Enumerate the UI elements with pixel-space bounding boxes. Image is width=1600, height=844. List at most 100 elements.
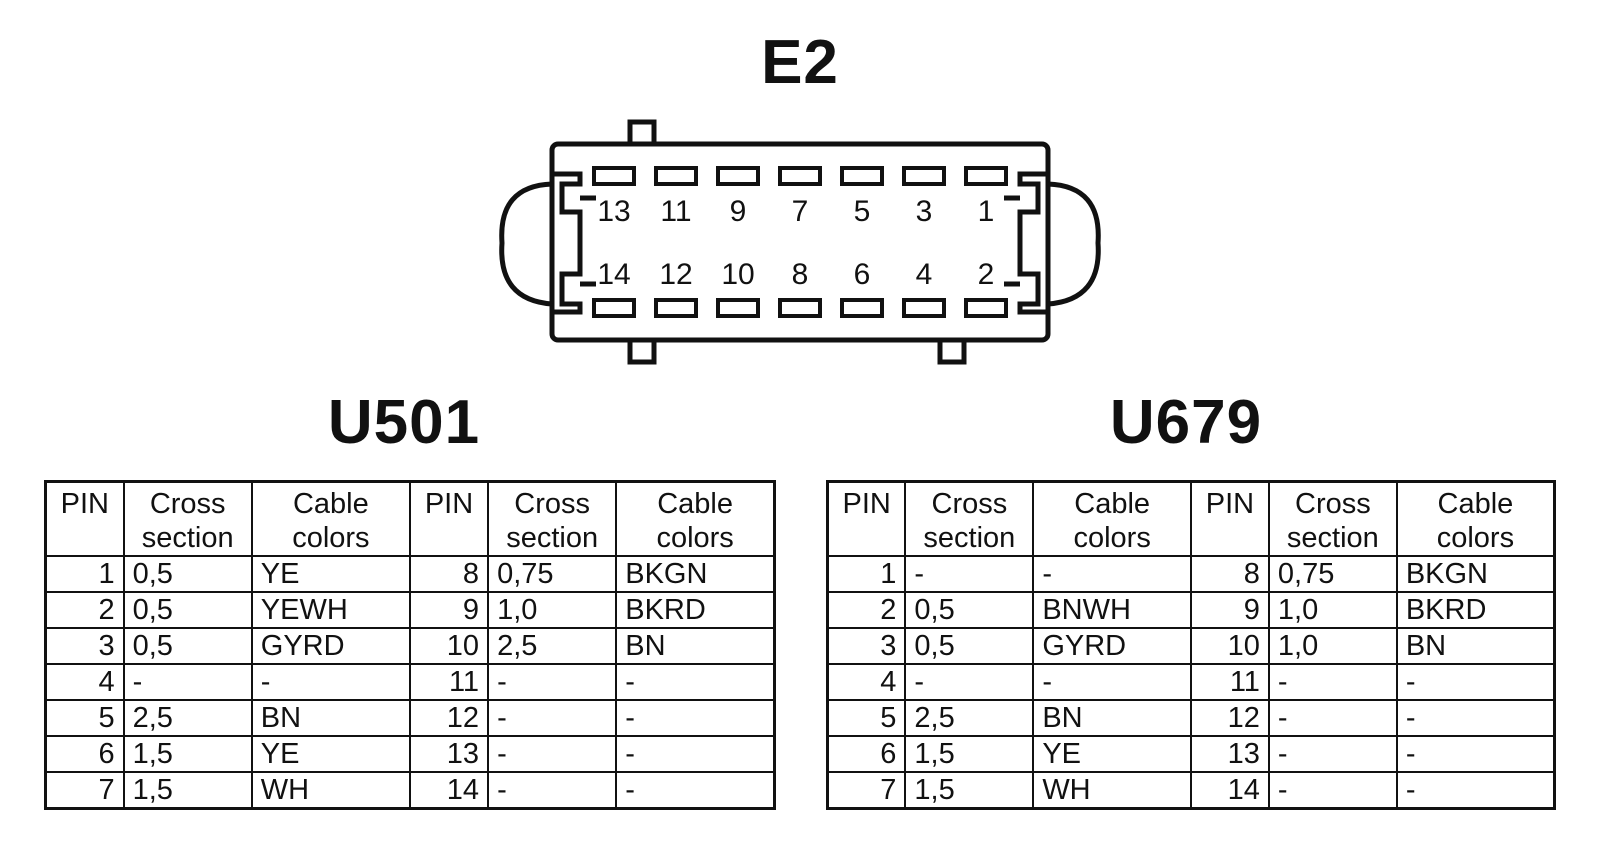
- table-cell: 0,75: [487, 555, 618, 593]
- table-cell: 11: [408, 663, 490, 701]
- table-cell: 1,0: [487, 591, 618, 629]
- table-cell: 12: [408, 699, 490, 737]
- table-cell: 3: [44, 627, 125, 665]
- table-cell: 13: [408, 735, 490, 773]
- table-cell: 0,5: [904, 591, 1035, 629]
- table-cell: -: [122, 663, 253, 701]
- table-cell: 1,5: [122, 735, 253, 773]
- pin-number-label: 3: [916, 195, 933, 228]
- table-cell: -: [615, 699, 776, 737]
- pin-number-label: 4: [916, 258, 933, 291]
- table-cell: -: [1032, 555, 1192, 593]
- pin-number-label: 5: [854, 195, 871, 228]
- u501-title: U501: [327, 388, 481, 457]
- table-cell: 10: [1190, 627, 1270, 665]
- table-cell: -: [1395, 735, 1556, 773]
- table-cell: GYRD: [250, 627, 411, 665]
- table-cell: -: [487, 771, 618, 810]
- table-cell: -: [615, 771, 776, 810]
- table-cell: -: [1267, 663, 1398, 701]
- table-cell: 9: [408, 591, 490, 629]
- table-cell: WH: [250, 771, 411, 810]
- pin-number-label: 6: [854, 258, 871, 291]
- table-cell: 2: [826, 591, 907, 629]
- table-cell: 2,5: [122, 699, 253, 737]
- table-cell: 1: [44, 555, 125, 593]
- table-cell: -: [1267, 771, 1398, 810]
- table-cell: 6: [826, 735, 907, 773]
- table-cell: 8: [1190, 555, 1270, 593]
- table-cell: 1,5: [904, 771, 1035, 810]
- table-cell: YE: [250, 735, 411, 773]
- table-cell: 0,5: [904, 627, 1035, 665]
- pin-number-label: 2: [978, 258, 995, 291]
- connector-title: E2: [761, 28, 839, 97]
- table-cell: -: [1395, 771, 1556, 810]
- table-cell: 2,5: [904, 699, 1035, 737]
- table-cell: BN: [615, 627, 776, 665]
- u679-title: U679: [1109, 388, 1263, 457]
- pin-number-label: 11: [660, 195, 691, 228]
- table-cell: 0,5: [122, 555, 253, 593]
- table-cell: 11: [1190, 663, 1270, 701]
- pin-number-label: 7: [792, 195, 809, 228]
- table-cell: -: [487, 699, 618, 737]
- table-cell: 14: [408, 771, 490, 810]
- table-cell: 13: [1190, 735, 1270, 773]
- table-cell: 14: [1190, 771, 1270, 810]
- table-cell: 0,75: [1267, 555, 1398, 593]
- table-cell: YE: [1032, 735, 1192, 773]
- table-cell: -: [1395, 699, 1556, 737]
- table-cell: -: [1395, 663, 1556, 701]
- table-cell: 2: [44, 591, 125, 629]
- table-cell: 5: [826, 699, 907, 737]
- table-cell: 9: [1190, 591, 1270, 629]
- table-cell: 4: [826, 663, 907, 701]
- table-cell: 0,5: [122, 627, 253, 665]
- table-cell: BKRD: [1395, 591, 1556, 629]
- pin-number-label: 10: [721, 258, 754, 291]
- column-header: PIN: [826, 480, 907, 557]
- table-cell: 1: [826, 555, 907, 593]
- pin-number-label: 1: [978, 195, 995, 228]
- pin-number-label: 13: [597, 195, 630, 228]
- column-header: PIN: [1190, 480, 1270, 557]
- table-cell: 12: [1190, 699, 1270, 737]
- table-cell: 5: [44, 699, 125, 737]
- table-cell: 1,5: [904, 735, 1035, 773]
- table-cell: 1,0: [1267, 627, 1398, 665]
- table-cell: 2,5: [487, 627, 618, 665]
- table-cell: BN: [250, 699, 411, 737]
- table-cell: 10: [408, 627, 490, 665]
- table-cell: 3: [826, 627, 907, 665]
- table-cell: -: [487, 735, 618, 773]
- table-cell: -: [904, 555, 1035, 593]
- table-row: 4--11--: [44, 663, 776, 701]
- table-cell: 1,5: [122, 771, 253, 810]
- pin-number-label: 9: [730, 195, 747, 228]
- table-cell: YEWH: [250, 591, 411, 629]
- pin-number-label: 14: [597, 258, 630, 291]
- table-cell: BN: [1032, 699, 1192, 737]
- column-header: PIN: [44, 480, 125, 557]
- column-header: PIN: [408, 480, 490, 557]
